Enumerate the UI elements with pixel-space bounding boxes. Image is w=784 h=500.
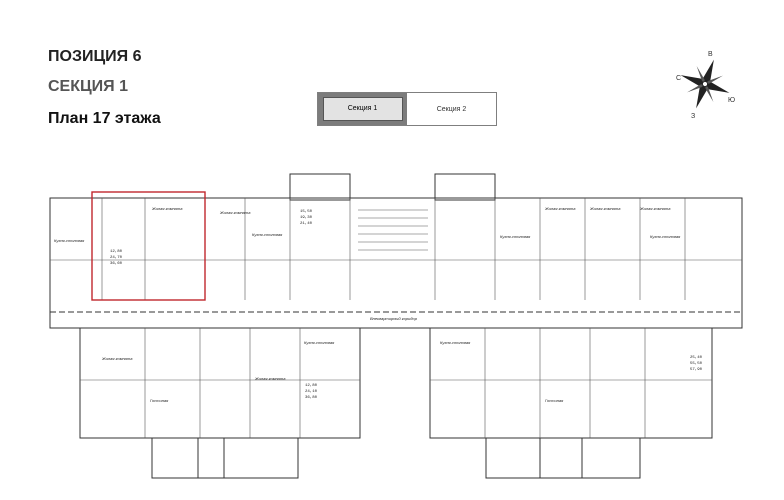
svg-text:19,30: 19,30 <box>300 216 313 220</box>
room-label: Жилая комната <box>101 356 133 361</box>
room-label: Кухня-столовая <box>500 234 531 239</box>
area-block: 12,80 24,70 36,60 15,50 19,30 21,40 12,8… <box>110 210 703 400</box>
svg-text:55,50: 55,50 <box>690 362 703 366</box>
compass-s-label: З <box>691 113 695 118</box>
floor-title: План 17 этажа <box>48 110 161 127</box>
floor-plan: Жилая комната Жилая комната Жилая комнат… <box>49 173 743 479</box>
position-title: ПОЗИЦИЯ 6 <box>48 48 142 65</box>
room-label: Кухня-столовая <box>650 234 681 239</box>
corridor-label: Внеквартирный коридор <box>370 316 418 321</box>
room-label: Жилая комната <box>151 206 183 211</box>
room-label: Кухня-столовая <box>304 340 335 345</box>
svg-text:36,80: 36,80 <box>305 396 318 400</box>
svg-text:24,10: 24,10 <box>305 390 318 394</box>
compass-rose-icon: В С Ю З <box>676 51 735 118</box>
svg-text:12,80: 12,80 <box>305 384 318 388</box>
tab-section-2-label: Секция 2 <box>436 105 467 113</box>
svg-text:12,80: 12,80 <box>110 250 123 254</box>
compass-n-label: В <box>708 51 713 58</box>
room-label: Жилая комната <box>544 206 576 211</box>
svg-text:21,40: 21,40 <box>300 222 313 226</box>
svg-text:25,40: 25,40 <box>690 356 703 360</box>
room-label: Гостиная <box>545 398 564 403</box>
tab-section-2[interactable]: Секция 2 <box>407 93 496 125</box>
tab-section-1[interactable]: Секция 1 <box>318 93 407 125</box>
room-label: Жилая комната <box>589 206 621 211</box>
svg-text:36,60: 36,60 <box>110 262 123 266</box>
section-title: СЕКЦИЯ 1 <box>48 78 129 95</box>
room-label: Кухня-столовая <box>252 232 283 237</box>
compass-e-label: Ю <box>728 97 735 104</box>
room-label: Жилая комната <box>219 210 251 215</box>
svg-text:15,50: 15,50 <box>300 210 313 214</box>
svg-text:57,90: 57,90 <box>690 368 703 372</box>
room-label: Жилая комната <box>639 206 671 211</box>
tab-section-1-label: Секция 1 <box>322 97 403 121</box>
room-label: Жилая комната <box>254 376 286 381</box>
highlighted-apartment[interactable] <box>91 191 206 301</box>
svg-text:24,70: 24,70 <box>110 256 123 260</box>
room-label: Гостиная <box>150 398 169 403</box>
compass-w-label: С <box>676 75 681 82</box>
section-tabs: Секция 1 Секция 2 <box>317 92 497 126</box>
room-label: Кухня-столовая <box>54 238 85 243</box>
room-label: Кухня-столовая <box>440 340 471 345</box>
